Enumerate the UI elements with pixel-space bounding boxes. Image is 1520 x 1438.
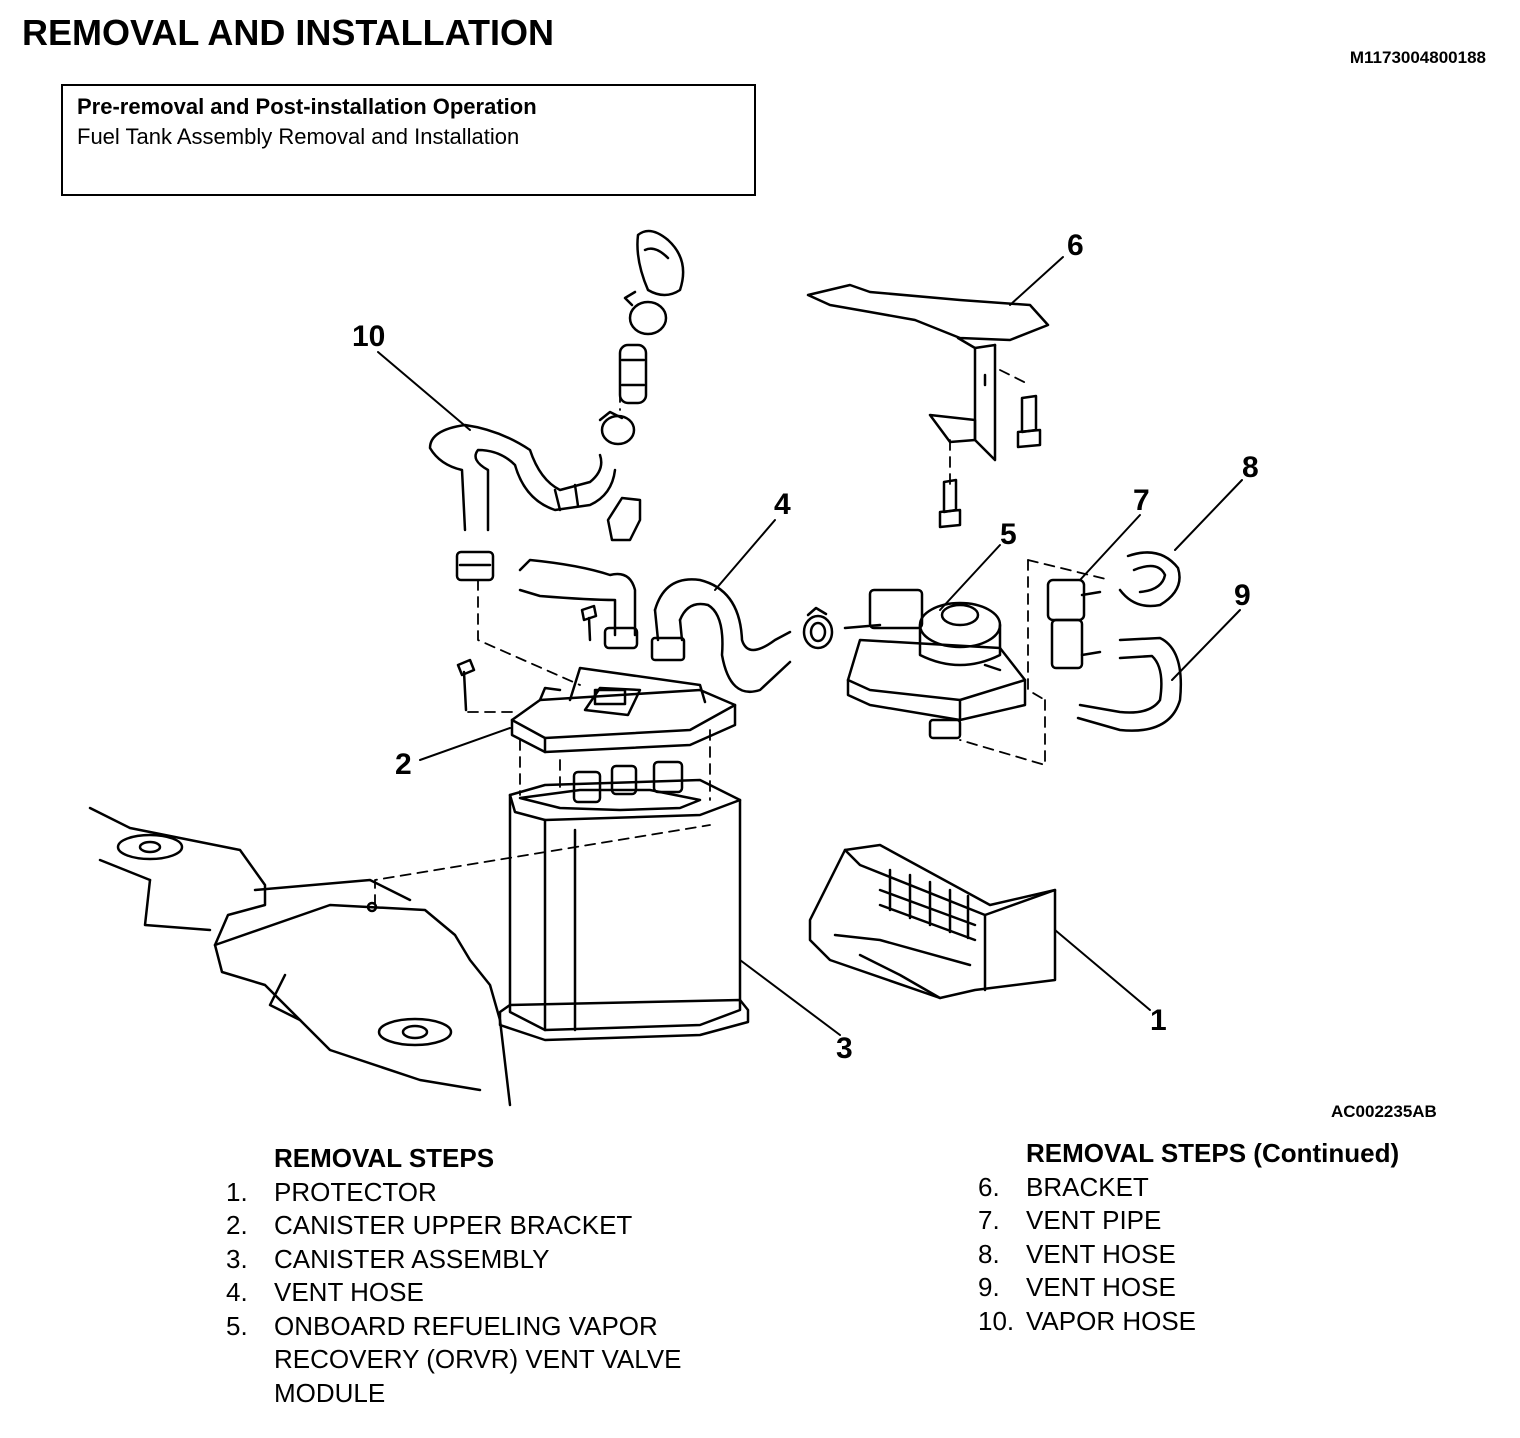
- connector-pipe: [618, 229, 685, 405]
- canister-upper-bracket: [510, 666, 737, 754]
- hose-clamp-icon: [603, 626, 639, 650]
- callout-8: 8: [1242, 451, 1259, 484]
- bracket: [806, 283, 1050, 462]
- callout-4: 4: [774, 488, 791, 521]
- page-title: REMOVAL AND INSTALLATION: [22, 12, 554, 53]
- callout-9: 9: [1234, 579, 1251, 612]
- vent-pipe: [1046, 578, 1102, 670]
- vapor-hose-10: [428, 423, 617, 532]
- list-item: 10.VAPOR HOSE: [978, 1305, 1197, 1336]
- list-item: 4.VENT HOSE: [226, 1277, 424, 1307]
- list-item: 2.CANISTER UPPER BRACKET: [226, 1210, 633, 1240]
- list-item: RECOVERY (ORVR) VENT VALVE: [274, 1344, 682, 1374]
- bolt-icon: [938, 394, 1042, 529]
- pre-removal-text: Fuel Tank Assembly Removal and Installat…: [77, 124, 520, 149]
- pre-removal-box: Pre-removal and Post-installation Operat…: [61, 84, 756, 196]
- callout-10: 10: [352, 320, 385, 353]
- bolt-icon: [456, 604, 598, 712]
- callout-2: 2: [395, 748, 412, 781]
- list-item: 1.PROTECTOR: [226, 1176, 437, 1207]
- hose-clamp-icon: [802, 606, 834, 650]
- document-id: M1173004800188: [1349, 48, 1486, 67]
- pre-removal-heading: Pre-removal and Post-installation Operat…: [77, 94, 537, 119]
- list-item: 3.CANISTER ASSEMBLY: [226, 1243, 550, 1274]
- vent-hose-8: [1118, 551, 1181, 608]
- leader-lines: [377, 256, 1243, 1036]
- assembly-guide-lines: [374, 369, 1111, 906]
- list-item: MODULE: [274, 1377, 386, 1408]
- orvr-vent-valve-module: [843, 588, 1027, 740]
- list-item: 9.VENT HOSE: [978, 1272, 1176, 1302]
- callout-5: 5: [1000, 518, 1017, 551]
- hose-clamp-icon: [455, 410, 642, 582]
- vent-hose-4: [650, 578, 792, 693]
- removal-steps-heading: REMOVAL STEPS: [274, 1143, 495, 1173]
- fuel-tank-outline: [88, 806, 512, 1107]
- list-item: 8.VENT HOSE: [978, 1238, 1176, 1269]
- canister-assembly: [498, 760, 750, 1042]
- list-item: 6.BRACKET: [978, 1171, 1149, 1202]
- removal-steps-list: REMOVAL STEPS 1.PROTECTOR 2.CANISTER UPP…: [226, 1142, 681, 1410]
- figure-id: AC002235AB: [1331, 1102, 1437, 1121]
- removal-steps-continued-heading: REMOVAL STEPS (Continued): [1026, 1138, 1400, 1168]
- callout-6: 6: [1067, 229, 1084, 262]
- callout-1: 1: [1150, 1004, 1167, 1037]
- exploded-parts-diagram: 1 2 3 4 5 6 7 8 9 10: [88, 229, 1259, 1107]
- removal-steps-continued-list: REMOVAL STEPS (Continued) 6.BRACKET 7.VE…: [978, 1137, 1399, 1338]
- protector: [808, 843, 1057, 1000]
- callout-3: 3: [836, 1032, 853, 1065]
- list-item: 7.VENT PIPE: [978, 1205, 1162, 1235]
- callout-7: 7: [1133, 484, 1150, 517]
- vent-hose-9: [1076, 636, 1182, 732]
- hose-section: [518, 558, 637, 637]
- list-item: 5.ONBOARD REFUELING VAPOR: [226, 1310, 658, 1341]
